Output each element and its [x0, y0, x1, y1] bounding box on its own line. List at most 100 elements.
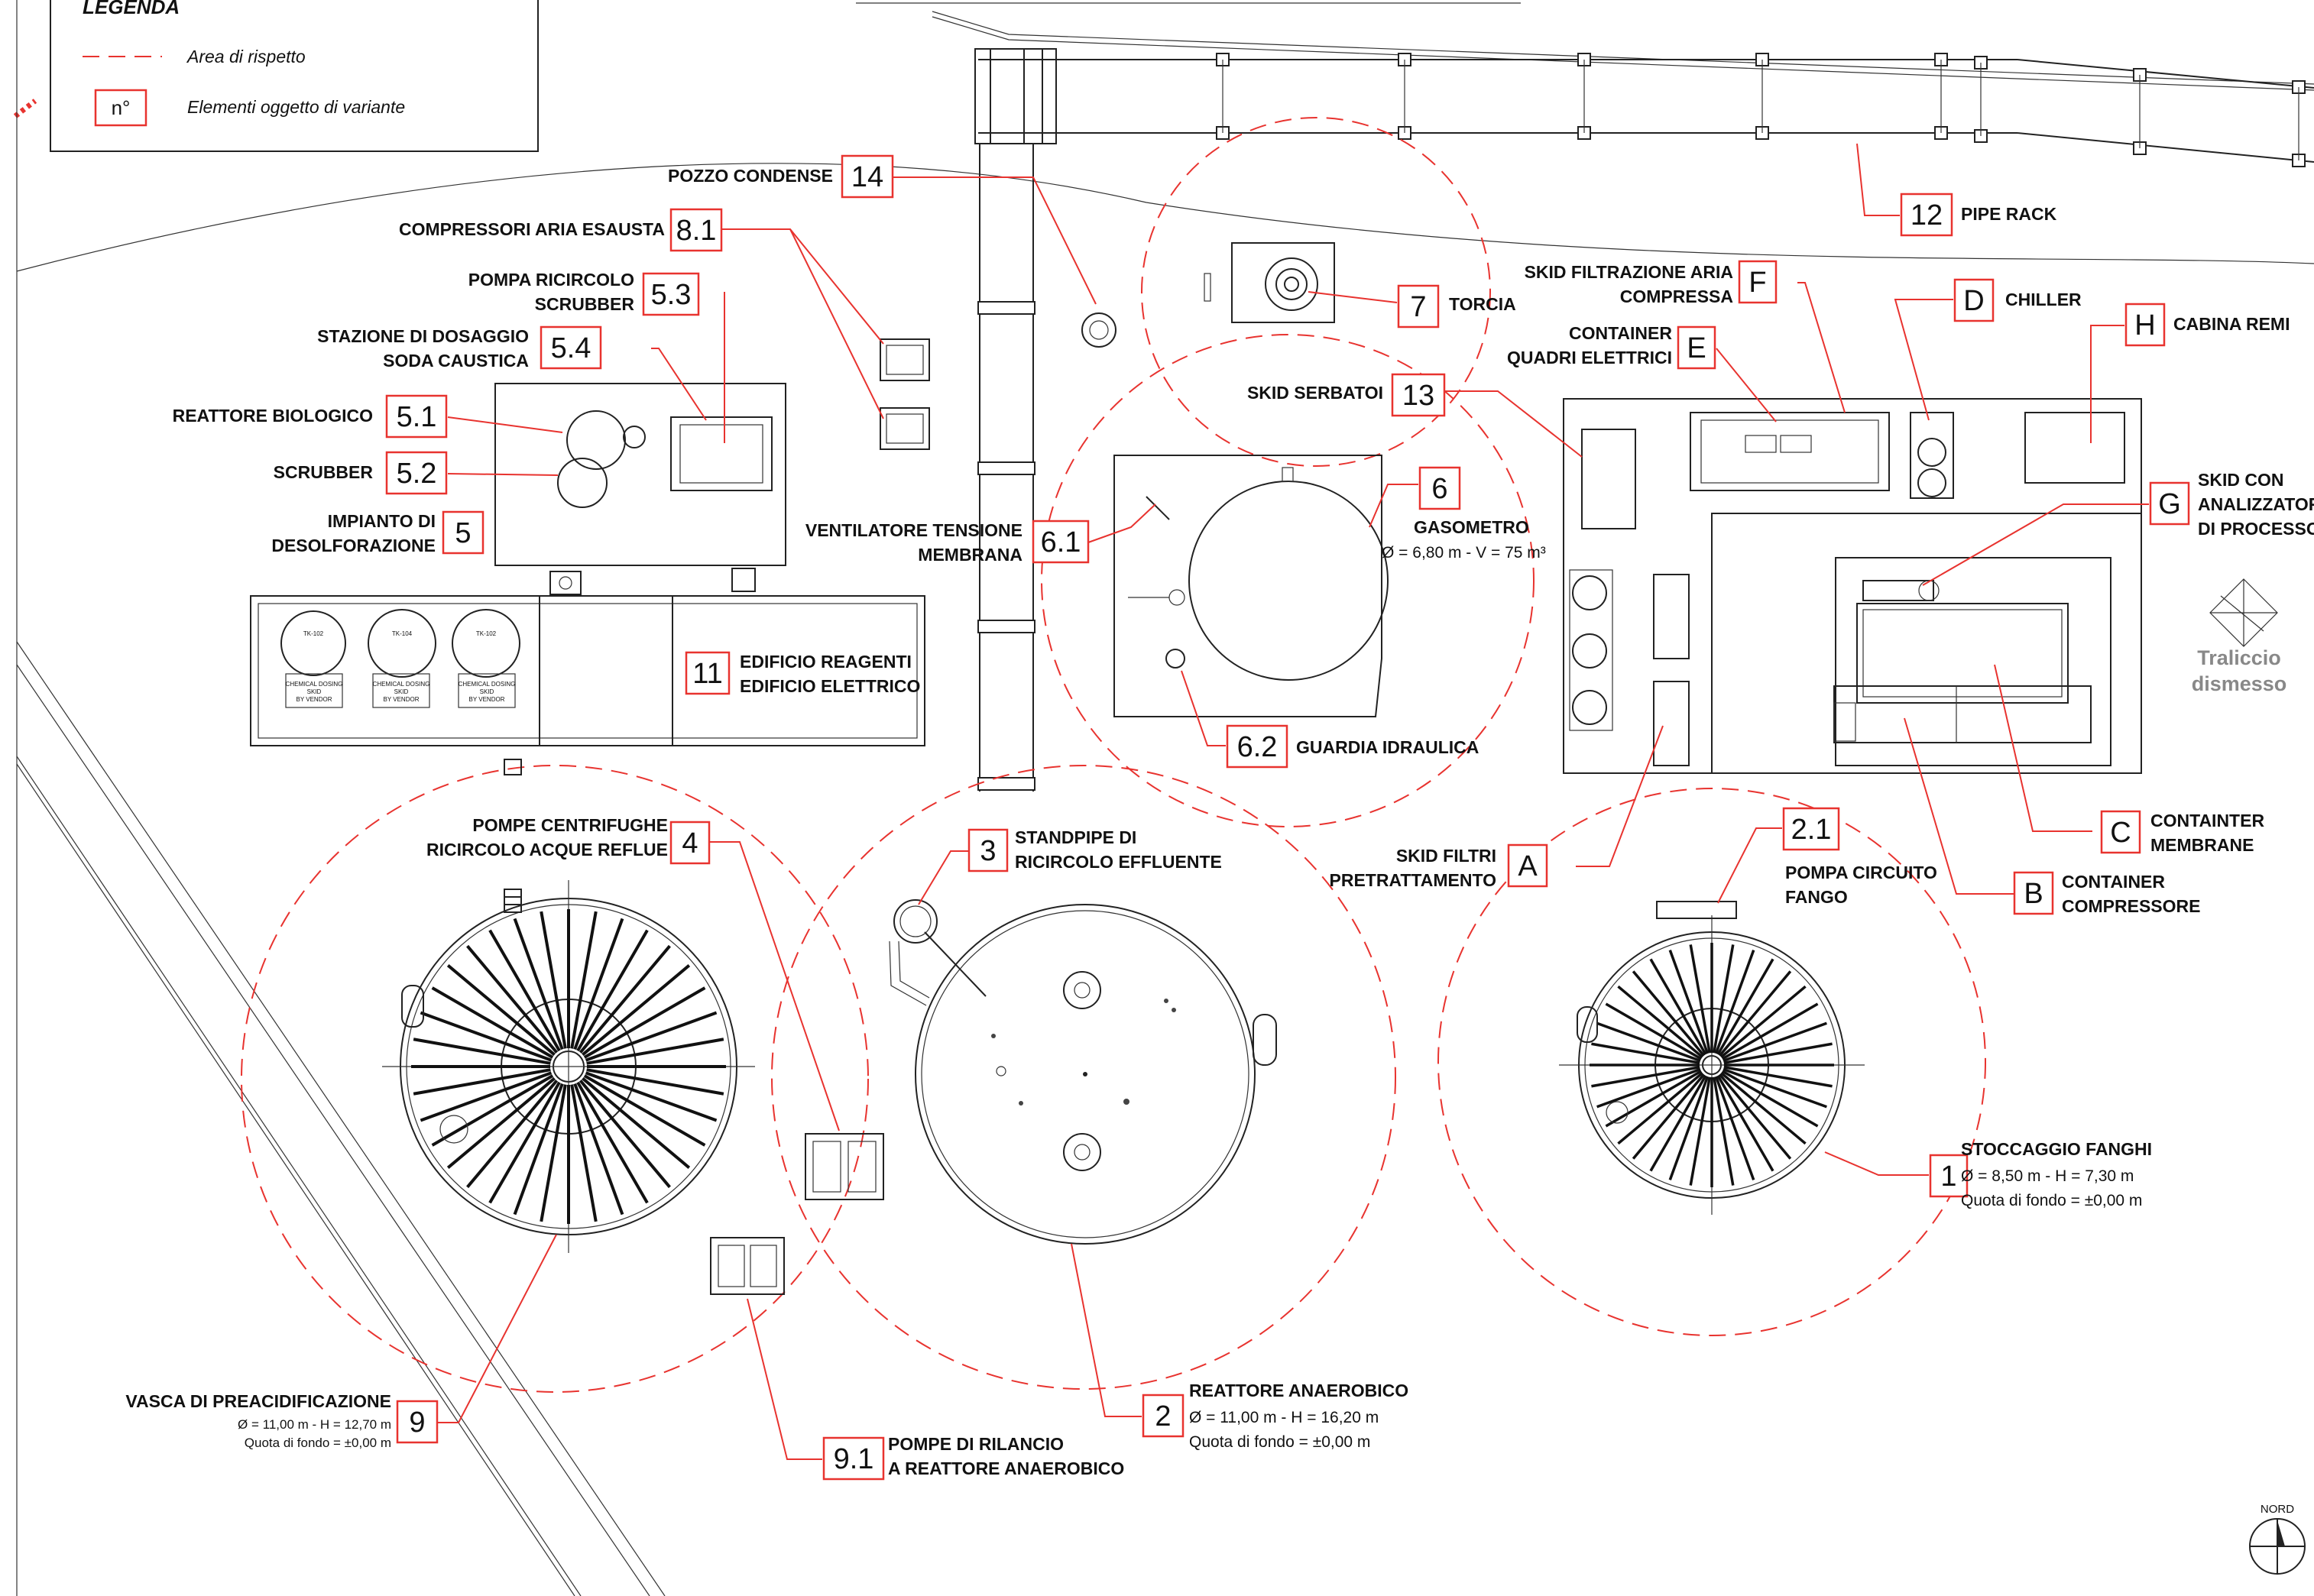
roof-rafter [573, 918, 624, 1051]
roof-rafter [576, 1081, 649, 1204]
badge-3 [967, 828, 1009, 872]
badge-5-2-text: 5.2 [397, 458, 437, 490]
skid-filtri-1 [1653, 574, 1690, 659]
container-membrane [1856, 603, 2069, 704]
badge-6-1-text: 6.1 [1041, 526, 1081, 558]
badge-4 [669, 821, 711, 865]
chem-skid-text: CHEMICAL DOSING [286, 681, 343, 688]
badge-9-text: 9 [409, 1407, 425, 1439]
area-torcia [1141, 117, 1491, 467]
label-skid-filtri: PRETRATTAMENTO [1330, 870, 1497, 890]
badges: 7 12 14 8.1 5.3 5.4 5.1 5.2 5 6.1 13 6 6… [385, 154, 2190, 1481]
pompa-circuito-fango [1656, 901, 1737, 919]
leader-compressore [1904, 717, 2014, 895]
label-torcia: TORCIA [1449, 294, 1516, 314]
roof-rafter [513, 1083, 564, 1216]
label-impianto: IMPIANTO DI [328, 511, 436, 531]
leader-lines [437, 143, 2149, 1460]
label-vasca-quota: Quota di fondo = ±0,00 m [245, 1436, 391, 1450]
leader-quadri [1716, 348, 1777, 422]
reagent-tank-1 [280, 610, 346, 676]
roof-rafter [1713, 1076, 1735, 1186]
badge-C-text: C [2110, 817, 2131, 849]
label-scrubber: SCRUBBER [274, 462, 374, 482]
label-skid-filtri: SKID FILTRI [1396, 846, 1496, 866]
roof-rafter [1721, 1002, 1819, 1060]
area-stoccaggio [1437, 788, 1986, 1336]
badge-14 [841, 154, 894, 199]
stoccaggio-fanghi-tank [1559, 901, 1865, 1215]
badge-2 [1142, 1394, 1185, 1438]
leader-pozzo [893, 176, 1097, 305]
pipe-rack [974, 48, 2314, 792]
badge-9-1-text: 9.1 [834, 1443, 874, 1475]
badge-13 [1391, 373, 1446, 417]
label-container-membrane: CONTAINTER [2150, 811, 2264, 830]
property-line [16, 163, 2314, 272]
roof-rafter [488, 1081, 561, 1204]
roof-rafter [1689, 944, 1711, 1054]
label-reattore-quota: Quota di fondo = ±0,00 m [1189, 1433, 1370, 1451]
leader-dosaggio [651, 348, 707, 421]
badge-3-text: 3 [980, 835, 996, 867]
label-traliccio: Traliccio [2197, 646, 2281, 669]
badge-G-text: G [2158, 488, 2181, 520]
roof-rafter [1723, 1067, 1827, 1109]
tank-label-2: TK-104 [392, 630, 413, 637]
process-area [1835, 557, 2111, 766]
leader-torcia [1308, 291, 1398, 303]
chemical-dosing-skid-1 [285, 673, 343, 708]
roof-rafter [576, 929, 649, 1052]
badge-E [1677, 325, 1716, 370]
badge-12-text: 12 [1911, 199, 1943, 231]
label-cabina-remi: CABINA REMI [2173, 314, 2290, 334]
label-pompa-circuito: POMPA CIRCUITO [1785, 863, 1937, 882]
leader-compressori-2 [789, 228, 884, 419]
legend-badge-label: Elementi oggetto di variante [187, 97, 405, 117]
label-pozzo-condense: POZZO CONDENSE [668, 166, 833, 186]
badge-5-text: 5 [455, 517, 471, 549]
badge-5-4 [540, 325, 602, 370]
roof-rafter [570, 1084, 598, 1222]
chem-skid-text: SKID [394, 688, 409, 695]
roof-rafter [582, 1076, 691, 1169]
leader-reattore-biologico [447, 416, 563, 433]
badge-6-2-text: 6.2 [1237, 731, 1278, 763]
label-pompa-ricircolo: SCRUBBER [535, 294, 635, 314]
badge-5-3 [642, 272, 700, 316]
leader-analizzatori [1922, 503, 2149, 586]
roof-rafter [586, 1038, 724, 1065]
reagent-tank-3 [452, 609, 520, 678]
legend-title: LEGENDA [83, 0, 180, 18]
legend-frame [50, 0, 539, 152]
roof-rafter [570, 911, 598, 1049]
label-skid-con: ANALIZZATORI [2198, 494, 2314, 514]
badge-5-3-text: 5.3 [651, 279, 692, 311]
roof-rafter [1723, 1021, 1827, 1063]
label-reattore-anaerobico: REATTORE ANAEROBICO [1189, 1381, 1408, 1400]
site-boundaries [16, 2, 2314, 1596]
chem-skid-text: BY VENDOR [469, 696, 505, 703]
label-edificio: EDIFICIO REAGENTI [740, 652, 912, 672]
badge-2-1-text: 2.1 [1791, 814, 1832, 846]
pompe-centrifughe-units [805, 1133, 884, 1200]
label-reattore-dims: Ø = 11,00 m - H = 16,20 m [1189, 1409, 1379, 1426]
rail-line-1 [932, 11, 2314, 85]
traliccio-icon [2209, 578, 2278, 647]
chiller-unit [1910, 412, 1954, 499]
badge-B [2013, 871, 2054, 915]
label-impianto: DESOLFORAZIONE [271, 536, 436, 555]
badge-5-1-text: 5.1 [397, 401, 437, 433]
leader-remi [2090, 325, 2124, 443]
badge-7-text: 7 [1410, 291, 1426, 323]
leader-skid-serbatoi [1444, 390, 1583, 458]
roof-rafter [1716, 958, 1774, 1056]
roof-rafter [1716, 1074, 1774, 1172]
badge-6-2 [1226, 724, 1288, 769]
label-skid-con: DI PROCESSO [2198, 519, 2314, 539]
pozzo-condense [1081, 312, 1116, 348]
badge-5-2 [385, 451, 448, 495]
roof-rafter [431, 1074, 554, 1147]
roof-rafter [1596, 1021, 1701, 1063]
